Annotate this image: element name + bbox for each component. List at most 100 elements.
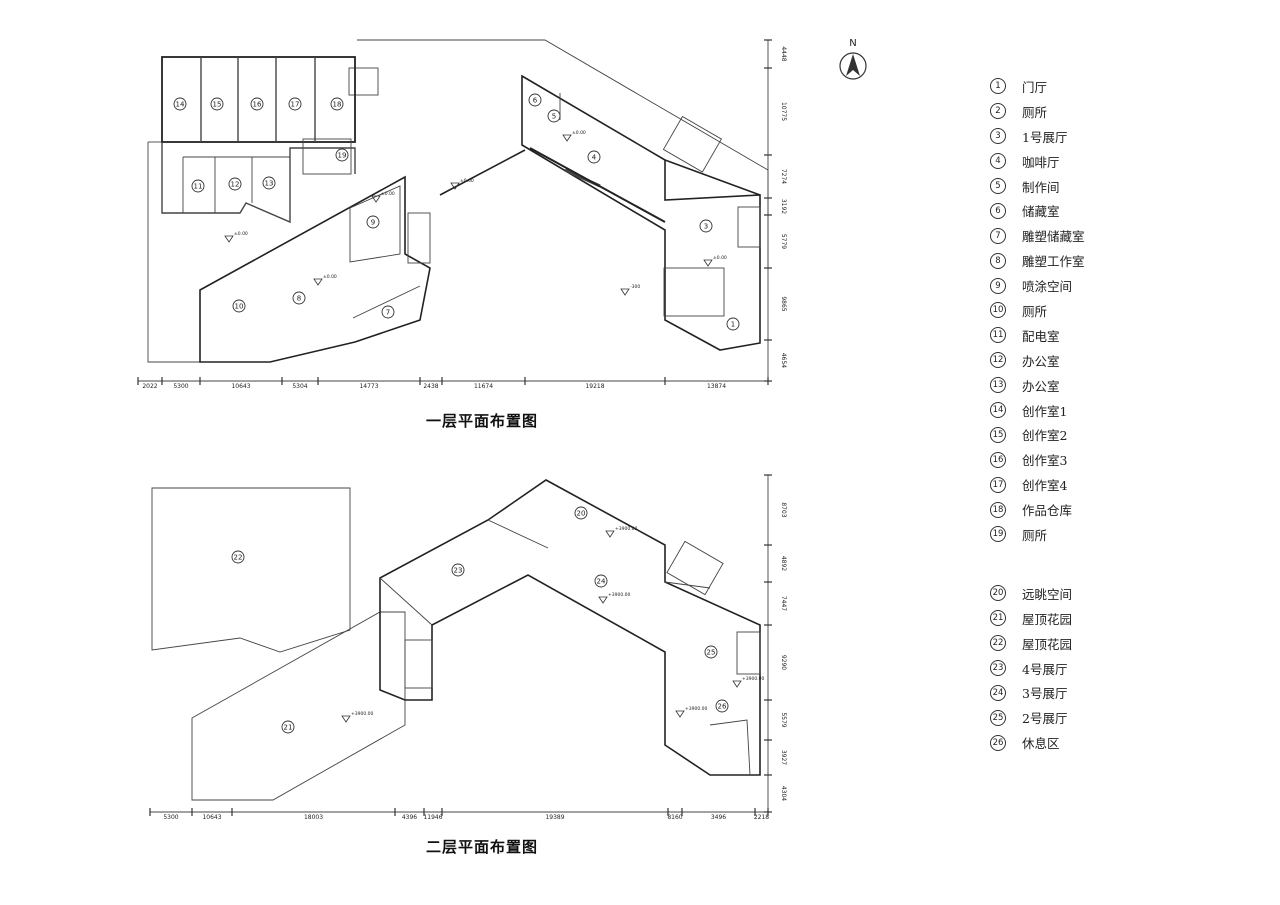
room-number-circle: [210, 97, 224, 111]
room-number: 8: [297, 295, 301, 303]
legend-number: 7: [990, 227, 1006, 244]
legend-label: 屋顶花园: [1022, 611, 1073, 627]
room-number: 25: [707, 649, 716, 657]
legend-number: 3: [990, 128, 1006, 145]
legend-label: 雕塑储藏室: [1022, 229, 1085, 245]
legend-label: 创作室3: [1022, 453, 1068, 469]
room-number: 18: [333, 101, 342, 109]
legend-number: 11: [990, 327, 1006, 344]
room-number-circle: [451, 563, 465, 577]
dim-label: 2022: [142, 383, 157, 390]
level-text: +3900.00: [351, 711, 374, 717]
legend-item: 19 厕所: [990, 522, 1190, 547]
legend-number: 23: [990, 660, 1006, 677]
floor2-plan: [150, 475, 769, 813]
legend-number: 19: [990, 526, 1006, 543]
dim-label: 3927: [780, 750, 787, 765]
legend-number: 10: [990, 302, 1006, 319]
floor1-left-wing: [199, 175, 431, 363]
room-number: 3: [704, 223, 708, 231]
room-number: 1: [731, 321, 735, 329]
legend-label: 2号展厅: [1022, 711, 1068, 727]
legend-label: 制作间: [1022, 179, 1060, 195]
level-mark-icon: [562, 134, 572, 142]
legend-number: 17: [990, 476, 1006, 493]
legend-label: 配电室: [1022, 328, 1060, 344]
room-number-circle: [335, 148, 349, 162]
dim-label: 11674: [474, 383, 493, 390]
legend-number: 16: [990, 451, 1006, 468]
legend-label: 休息区: [1022, 736, 1060, 752]
dim-label: 5300: [173, 383, 188, 390]
legend-number: 20: [990, 585, 1006, 602]
room-number-circle: [330, 97, 344, 111]
room-number: 5: [552, 113, 556, 121]
legend-number: 4: [990, 153, 1006, 170]
room-number-circle: [288, 97, 302, 111]
legend-number: 22: [990, 635, 1006, 652]
level-text: ±0.00: [713, 255, 727, 261]
room-number: 23: [454, 567, 463, 575]
dim-label: 5579: [780, 712, 787, 727]
dim-label: 7274: [780, 169, 787, 184]
room-number-circle: [281, 720, 295, 734]
legend-label: 屋顶花园: [1022, 636, 1073, 652]
level-mark-icon: [450, 182, 460, 190]
floor1-site-outline: [357, 39, 769, 268]
dim-label: 9865: [780, 296, 787, 311]
level-mark-icon: [703, 259, 713, 267]
legend-label: 咖啡厅: [1022, 154, 1060, 170]
legend-number: 9: [990, 277, 1006, 294]
room-number: 12: [231, 181, 240, 189]
legend-number: 5: [990, 178, 1006, 194]
legend-label: 办公室: [1022, 378, 1060, 394]
legend-label: 储藏室: [1022, 204, 1060, 220]
legend-item: 1 门厅: [990, 74, 1190, 99]
room-number-circle: [587, 150, 601, 164]
dim-label: 14773: [359, 383, 378, 390]
level-text: +3900.00: [685, 706, 708, 712]
level-mark-icon: [341, 715, 351, 723]
room-number-circle: [231, 550, 245, 564]
dim-label: 8160: [667, 814, 682, 821]
room-number: 21: [284, 724, 293, 732]
room-number-circle: [547, 109, 561, 123]
level-text: +3900.00: [615, 526, 638, 532]
legend-label: 创作室1: [1022, 403, 1068, 419]
legend-label: 喷涂空间: [1022, 279, 1073, 295]
room-number-circle: [228, 177, 242, 191]
room-number: 7: [386, 309, 390, 317]
room-number-circle: [528, 93, 542, 107]
legend-label: 门厅: [1022, 79, 1048, 95]
floor2-room-labels: 20212223242526+3900.00+3900.00+3900.00+3…: [231, 506, 765, 734]
level-text: ±0.00: [323, 274, 337, 280]
legend-number: 1: [990, 78, 1006, 95]
dim-label: 4654: [780, 353, 787, 368]
room-number: 22: [234, 554, 243, 562]
legend-number: 12: [990, 352, 1006, 369]
legend-label: 创作室4: [1022, 478, 1068, 494]
north-letter: N: [849, 38, 857, 49]
room-number-circle: [574, 506, 588, 520]
level-text: ±0.00: [460, 178, 474, 184]
dim-label: 5300: [163, 814, 178, 821]
dim-label: 3496: [711, 814, 726, 821]
dim-label: 7447: [780, 596, 787, 611]
room-number-circle: [232, 299, 246, 313]
legend-label: 厕所: [1022, 527, 1048, 543]
dim-label: 4448: [780, 46, 787, 61]
legend-gap: [990, 547, 1190, 581]
dim-label: 18003: [304, 814, 323, 821]
legend-label: 远眺空间: [1022, 586, 1073, 602]
north-arrow: N: [838, 38, 868, 85]
room-number: 10: [235, 303, 244, 311]
